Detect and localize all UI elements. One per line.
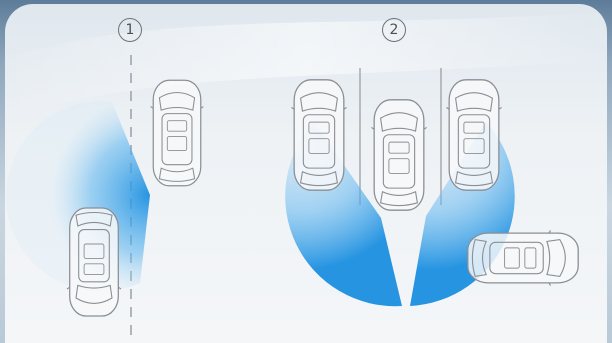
step-marker-1: 1 <box>118 18 142 42</box>
reversing-car <box>67 208 121 316</box>
step-marker-2: 2 <box>382 18 406 42</box>
crossing-car <box>468 230 578 285</box>
parked-car <box>151 80 204 186</box>
reversing-car-center <box>371 100 426 210</box>
parked-car-left <box>291 80 346 190</box>
parked-car-right <box>446 80 501 190</box>
